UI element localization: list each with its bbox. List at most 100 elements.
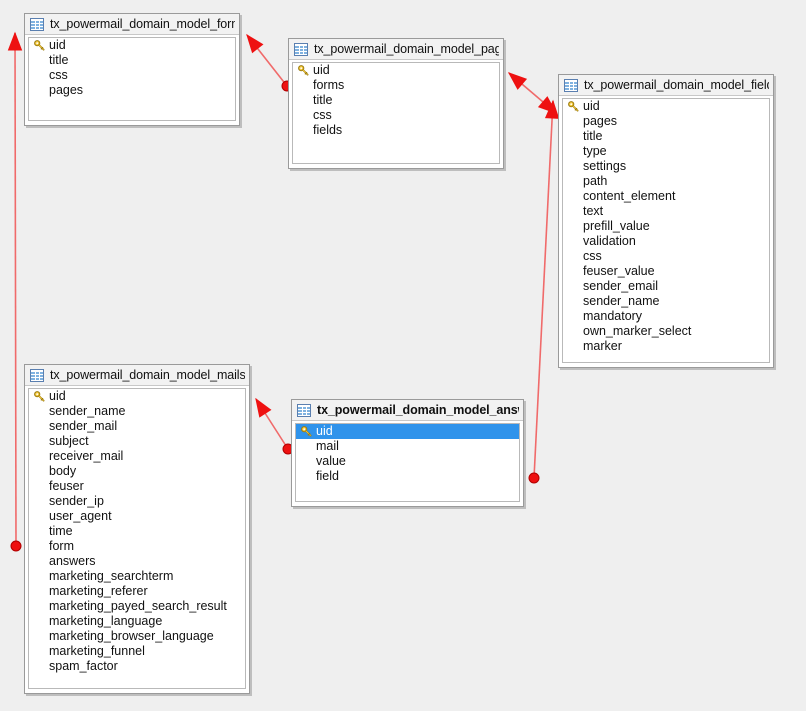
table-row[interactable]: marketing_searchterm (29, 569, 245, 584)
attribute-label: css (583, 249, 602, 263)
table-row[interactable]: body (29, 464, 245, 479)
attribute-label: sender_email (583, 279, 659, 293)
table-header-answer[interactable]: tx_powermail_domain_model_answer (292, 400, 523, 421)
attribute-label: sender_ip (49, 494, 104, 508)
table-row[interactable]: uid (29, 38, 235, 53)
table-row[interactable]: css (29, 68, 235, 83)
table-row[interactable]: sender_name (563, 294, 769, 309)
attribute-label: marketing_payed_search_result (49, 599, 227, 613)
attribute-label: marketing_browser_language (49, 629, 214, 643)
table-row[interactable]: sender_ip (29, 494, 245, 509)
table-row[interactable]: sender_mail (29, 419, 245, 434)
table-row[interactable]: validation (563, 234, 769, 249)
attribute-label: mandatory (583, 309, 643, 323)
attribute-label: field (316, 469, 339, 483)
table-header-forms[interactable]: tx_powermail_domain_model_forms (25, 14, 239, 35)
attribute-label: settings (583, 159, 627, 173)
relation-line (246, 34, 288, 87)
table-row-selected[interactable]: uid (296, 424, 519, 439)
table-row[interactable]: pages (29, 83, 235, 98)
table-row[interactable]: path (563, 174, 769, 189)
table-row[interactable]: form (29, 539, 245, 554)
table-row[interactable]: sender_name (29, 404, 245, 419)
table-row[interactable]: sender_email (563, 279, 769, 294)
table-row[interactable]: marketing_payed_search_result (29, 599, 245, 614)
table-title: tx_powermail_domain_model_forms (50, 17, 235, 31)
relation-answer-to-fields[interactable] (528, 99, 560, 484)
attribute-label: value (316, 454, 346, 468)
attribute-label: css (49, 68, 68, 82)
table-row[interactable]: receiver_mail (29, 449, 245, 464)
primary-key-icon (32, 391, 47, 402)
table-row[interactable]: title (293, 93, 499, 108)
table-row[interactable]: marker (563, 339, 769, 354)
attribute-label: answers (49, 554, 96, 568)
attribute-label: pages (49, 83, 84, 97)
relation-answer-to-mails[interactable] (255, 397, 294, 455)
table-row[interactable]: prefill_value (563, 219, 769, 234)
table-icon (564, 78, 578, 92)
table-row[interactable]: forms (293, 78, 499, 93)
table-row[interactable]: css (293, 108, 499, 123)
relation-arrowhead-source (537, 96, 558, 114)
table-row[interactable]: answers (29, 554, 245, 569)
relation-arrowhead (544, 99, 560, 119)
table-header-mails[interactable]: tx_powermail_domain_model_mails (25, 365, 249, 386)
relation-pages-to-forms[interactable] (246, 33, 293, 92)
table-row[interactable]: mail (296, 439, 519, 454)
attribute-label: text (583, 204, 604, 218)
table-row[interactable]: content_element (563, 189, 769, 204)
primary-key-icon (32, 40, 47, 51)
table-row[interactable]: marketing_language (29, 614, 245, 629)
table-row[interactable]: mandatory (563, 309, 769, 324)
table-row[interactable]: value (296, 454, 519, 469)
table-header-fields[interactable]: tx_powermail_domain_model_fields (559, 75, 773, 96)
table-row[interactable]: time (29, 524, 245, 539)
table-title: tx_powermail_domain_model_pages (314, 42, 499, 56)
table-icon (297, 403, 311, 417)
table-row[interactable]: uid (563, 99, 769, 114)
table-header-pages[interactable]: tx_powermail_domain_model_pages (289, 39, 503, 60)
attribute-label: type (583, 144, 607, 158)
relation-arrowhead (507, 72, 528, 90)
table-row[interactable]: fields (293, 123, 499, 138)
table-row[interactable]: css (563, 249, 769, 264)
table-row[interactable]: own_marker_select (563, 324, 769, 339)
attribute-label: uid (313, 63, 330, 77)
table-row[interactable]: marketing_browser_language (29, 629, 245, 644)
relation-mails-to-forms[interactable] (7, 31, 23, 552)
table-row[interactable]: marketing_referer (29, 584, 245, 599)
table-row[interactable]: title (29, 53, 235, 68)
attribute-label: body (49, 464, 77, 478)
table-row[interactable]: settings (563, 159, 769, 174)
table-row[interactable]: pages (563, 114, 769, 129)
table-row[interactable]: title (563, 129, 769, 144)
table-row[interactable]: text (563, 204, 769, 219)
table-row[interactable]: feuser_value (563, 264, 769, 279)
table-row[interactable]: spam_factor (29, 659, 245, 674)
attribute-label: title (49, 53, 69, 67)
table-row[interactable]: field (296, 469, 519, 484)
table-row[interactable]: marketing_funnel (29, 644, 245, 659)
table-row[interactable]: type (563, 144, 769, 159)
relation-fields-to-pages[interactable] (507, 72, 558, 114)
relation-line (255, 398, 289, 450)
attribute-label: sender_name (583, 294, 660, 308)
attribute-label: prefill_value (583, 219, 650, 233)
attribute-label: title (313, 93, 333, 107)
table-row[interactable]: uid (29, 389, 245, 404)
primary-key-icon (296, 65, 311, 76)
table-row[interactable]: feuser (29, 479, 245, 494)
table-row[interactable]: subject (29, 434, 245, 449)
attribute-label: marketing_searchterm (49, 569, 174, 583)
table-row[interactable]: uid (293, 63, 499, 78)
table-row[interactable]: user_agent (29, 509, 245, 524)
relation-endpoint-dot (528, 472, 540, 484)
